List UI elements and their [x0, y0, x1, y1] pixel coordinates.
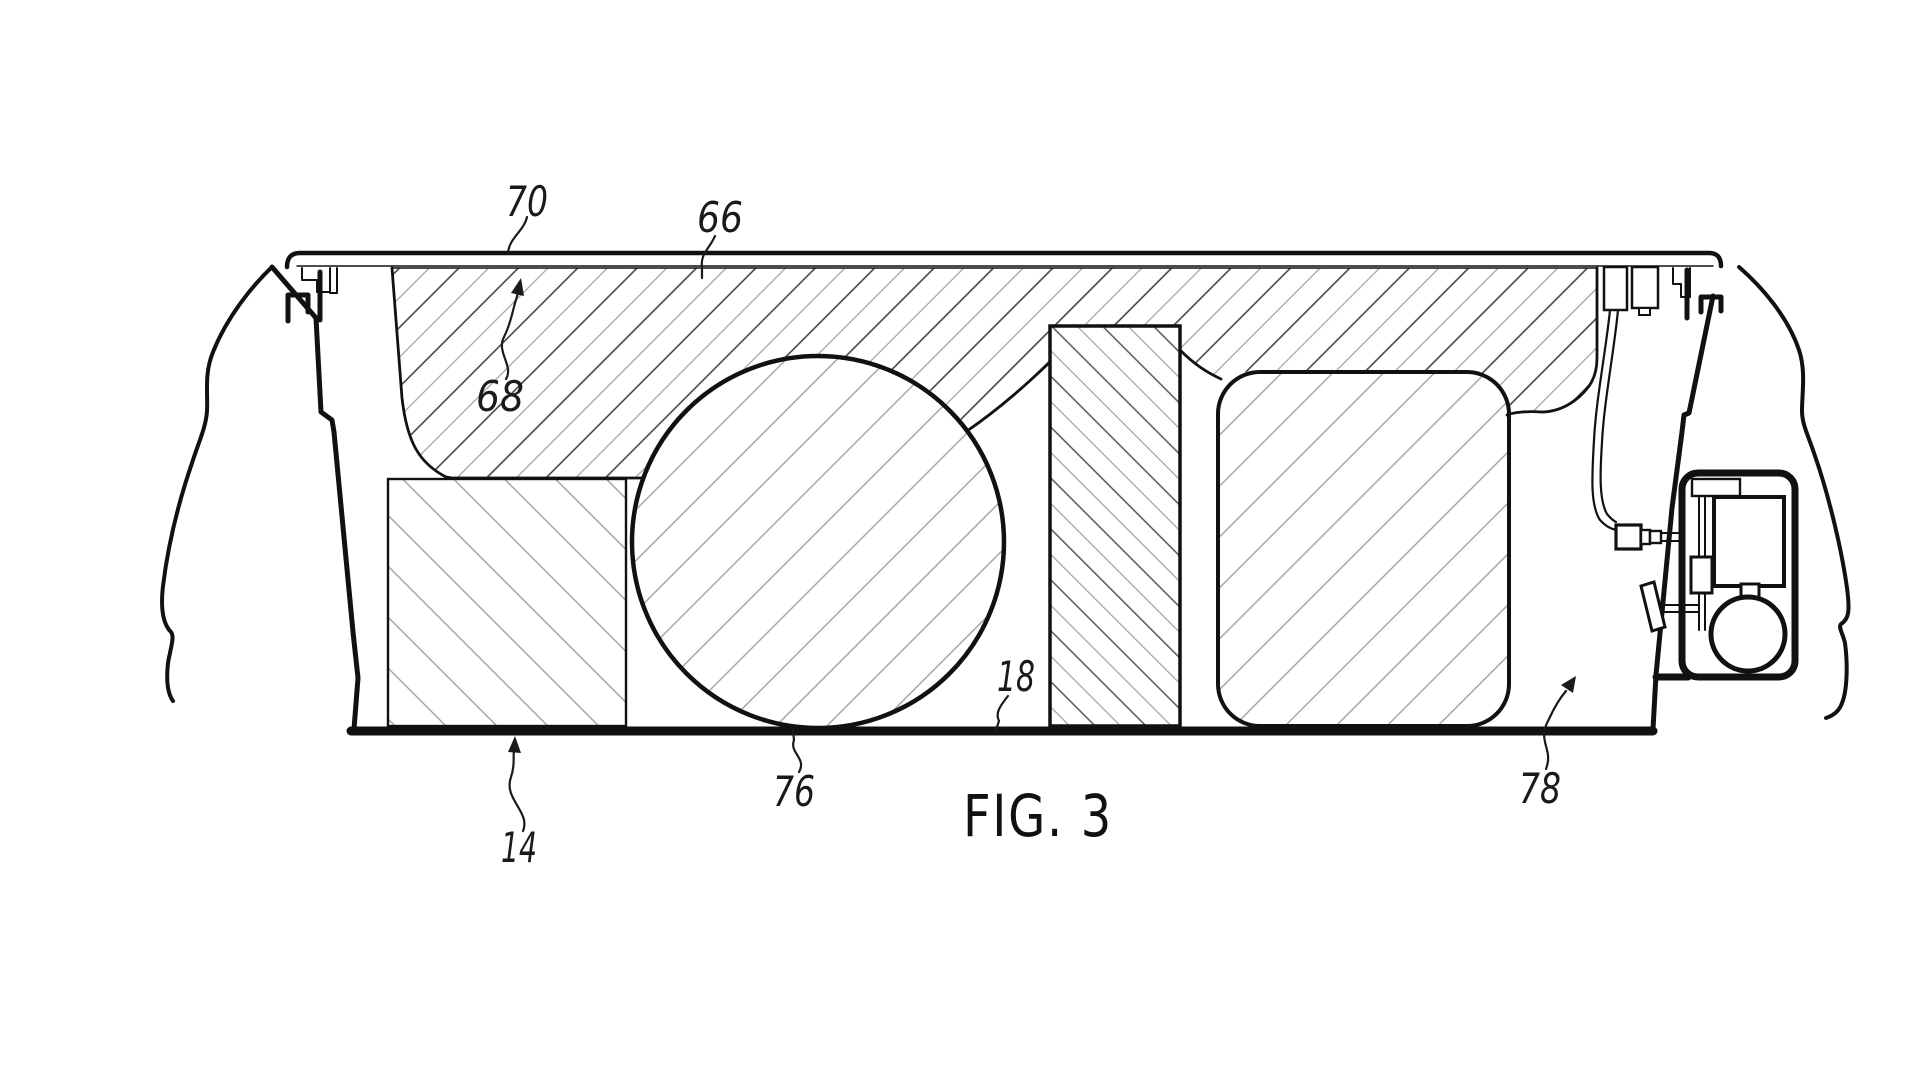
ref-numeral-76: 76 — [773, 767, 815, 816]
harness-plug-clamp — [1648, 529, 1663, 545]
ref-numeral-68: 68 — [476, 372, 524, 421]
lid-connector-block-a — [1602, 265, 1629, 312]
pump-canister — [1708, 594, 1788, 674]
harness-wire-outer — [1591, 308, 1618, 532]
body-panel-right — [1737, 265, 1851, 720]
harness-plug-fitting — [1639, 528, 1652, 546]
harness-wire-inner — [1599, 308, 1620, 524]
ref-numeral-78: 78 — [1519, 764, 1561, 813]
leader-66 — [700, 234, 717, 280]
leader-18 — [994, 694, 1010, 732]
arrow-68-head — [511, 278, 524, 296]
foam-layer — [392, 268, 1597, 478]
left-clip-steps — [301, 267, 338, 294]
pump-lower-pipe — [1655, 604, 1700, 613]
right-clip-hook — [1684, 267, 1724, 321]
pump-top-mount — [1690, 477, 1742, 498]
ref-numeral-70: 70 — [506, 177, 548, 226]
arrow-78-head — [1561, 676, 1576, 693]
center-column-part — [1048, 324, 1182, 728]
ref-numeral-66: 66 — [697, 193, 743, 242]
left-clip-hook — [285, 269, 323, 324]
harness-plug-body — [1614, 523, 1643, 551]
figure-caption: FIG. 3 — [963, 782, 1113, 850]
ref-numeral-18: 18 — [997, 652, 1035, 701]
tub-wall-left — [269, 264, 361, 732]
arrow-78-shaft — [1543, 689, 1568, 771]
arrow-68-shaft — [500, 291, 520, 381]
arrow-14-shaft — [508, 748, 526, 833]
pump-valve — [1689, 555, 1714, 595]
body-panel-left — [160, 265, 274, 703]
leader-76 — [791, 728, 802, 774]
lid-panel — [284, 250, 1724, 270]
leader-70 — [506, 215, 529, 255]
spare-tire-circle — [629, 353, 1007, 731]
pump-side-plate — [1639, 580, 1667, 633]
lid-connector-block-b — [1630, 265, 1660, 310]
rounded-bin-part — [1216, 370, 1511, 728]
arrow-14-head — [508, 736, 521, 753]
lid-connector-tab — [1638, 307, 1651, 316]
left-cargo-block — [386, 477, 628, 728]
right-clip-steps — [1672, 267, 1691, 298]
pump-motor-box — [1712, 495, 1786, 588]
ref-numeral-14: 14 — [501, 823, 537, 872]
